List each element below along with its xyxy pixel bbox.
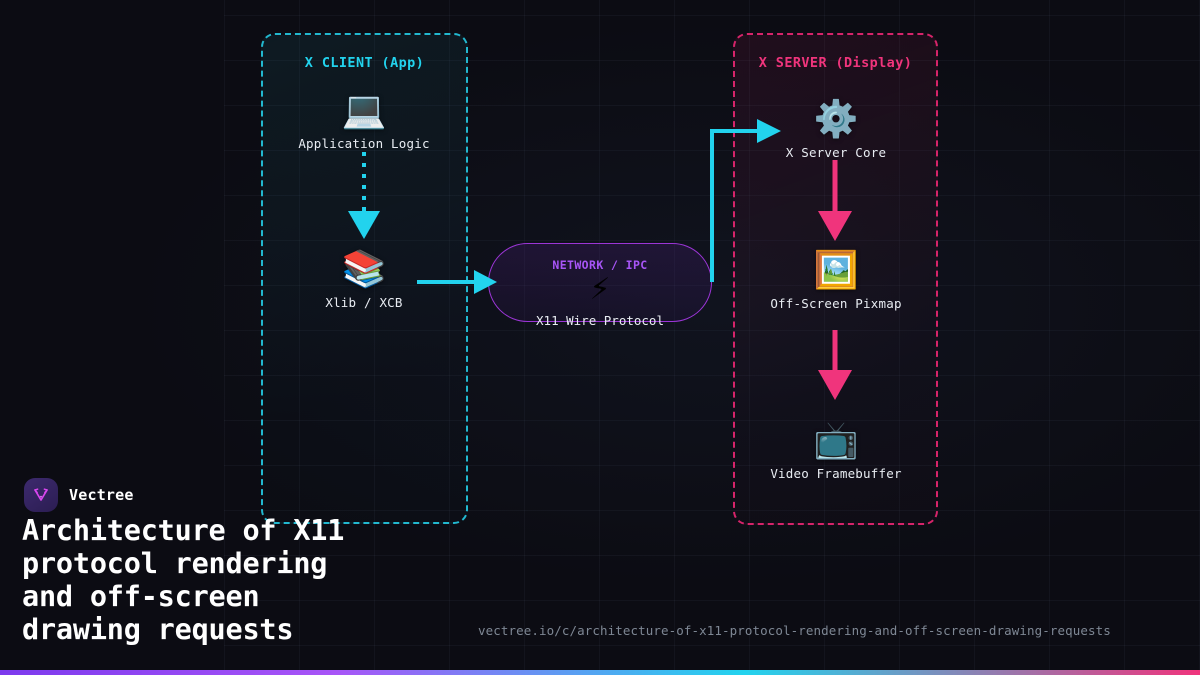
books-icon: 📚 xyxy=(341,249,387,290)
footer-url: vectree.io/c/architecture-of-x11-protoco… xyxy=(478,623,1111,638)
x-client-panel-title: X CLIENT (App) xyxy=(304,55,425,71)
brand-block: Vectree xyxy=(24,478,134,512)
node-xlib-xcb: 📚 Xlib / XCB xyxy=(254,249,474,310)
x-client-panel: X CLIENT (App) xyxy=(261,33,468,524)
x-server-panel-title: X SERVER (Display) xyxy=(758,55,913,71)
framed-picture-icon: 🖼️ xyxy=(813,250,859,291)
accent-bar xyxy=(0,670,1200,675)
node-off-screen-pixmap: 🖼️ Off-Screen Pixmap xyxy=(726,250,946,311)
lightning-bolt-icon: ⚡ xyxy=(589,268,611,308)
x-server-panel: X SERVER (Display) xyxy=(733,33,938,525)
wire-protocol-sublabel: NETWORK / IPC xyxy=(552,258,648,272)
node-video-framebuffer: 📺 Video Framebuffer xyxy=(726,420,946,481)
node-x-server-core-label: X Server Core xyxy=(785,145,887,160)
wire-protocol-label: X11 Wire Protocol xyxy=(536,313,664,328)
node-application-logic-label: Application Logic xyxy=(298,136,430,151)
node-application-logic: 💻 Application Logic xyxy=(254,90,474,151)
laptop-icon: 💻 xyxy=(341,90,387,131)
vectree-logo-icon xyxy=(24,478,58,512)
television-icon: 📺 xyxy=(813,420,859,461)
page-title: Architecture of X11 protocol rendering a… xyxy=(22,514,345,646)
node-x-server-core: ⚙️ X Server Core xyxy=(726,99,946,160)
node-video-framebuffer-label: Video Framebuffer xyxy=(770,466,902,481)
node-xlib-xcb-label: Xlib / XCB xyxy=(325,295,403,310)
gear-icon: ⚙️ xyxy=(813,99,859,140)
node-off-screen-pixmap-label: Off-Screen Pixmap xyxy=(770,296,902,311)
brand-name: Vectree xyxy=(69,486,134,504)
x11-wire-protocol-box xyxy=(488,243,712,322)
